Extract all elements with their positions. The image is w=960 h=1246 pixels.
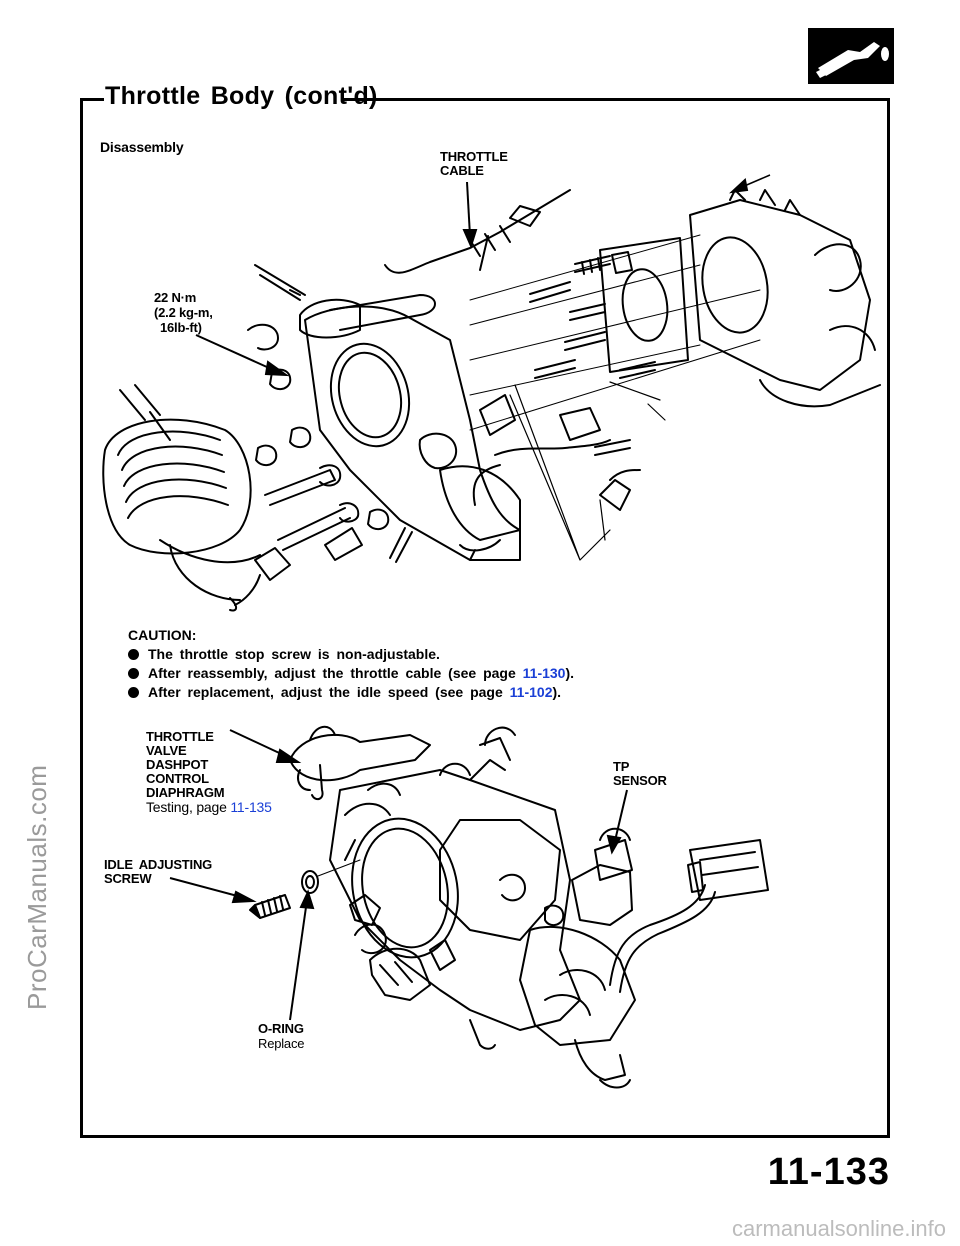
o-ring-label: O-RING Replace — [258, 1021, 305, 1052]
watermark-bottom: carmanualsonline.info — [731, 1216, 946, 1241]
o-ring — [301, 870, 319, 894]
throttle-valve-note: Testing, page 11-135 — [146, 799, 272, 815]
page-number: 11-133 — [767, 1151, 890, 1193]
page-link-11-102[interactable]: 11-102 — [509, 684, 553, 700]
intake-manifold — [689, 199, 871, 391]
idle-screw-label: IDLE ADJUSTING SCREW — [104, 857, 213, 886]
frame-top-rule — [80, 98, 104, 101]
torque-label: 22 N·m (2.2 kg-m, 16lb-ft) — [154, 290, 213, 335]
tp-sensor-label: TP SENSOR — [613, 759, 667, 788]
intake-duct — [102, 418, 252, 555]
caution-item: After reassembly, adjust the throttle ca… — [128, 664, 574, 683]
section-label: Disassembly — [100, 139, 184, 155]
frame-top-rule — [344, 98, 890, 101]
page-title: Throttle Body (cont'd) — [105, 82, 378, 110]
caution-item: The throttle stop screw is non-adjustabl… — [128, 645, 574, 664]
dashpot-diaphragm — [289, 733, 431, 782]
throttle-body — [329, 769, 581, 1031]
idle-adjusting-screw — [254, 894, 291, 919]
throttle-valve-label: THROTTLE VALVE DASHPOT CONTROL DIAPHRAGM… — [146, 729, 272, 815]
gasket — [599, 237, 689, 373]
caution-heading: CAUTION: — [128, 627, 197, 643]
throttle-cable — [384, 189, 571, 274]
fuel-nozzle-icon — [808, 28, 894, 84]
page-link-11-130[interactable]: 11-130 — [522, 665, 566, 681]
caution-item: After replacement, adjust the idle speed… — [128, 683, 574, 702]
page-frame — [80, 98, 890, 1138]
throttle-cable-label: THROTTLE CABLE — [440, 149, 508, 178]
throttle-body-upper — [304, 305, 521, 561]
tp-sensor-harness — [609, 884, 706, 986]
title-block: Throttle Body (cont'd) — [105, 82, 378, 111]
caution-block: CAUTION: The throttle stop screw is non-… — [128, 626, 574, 702]
page-link-11-135[interactable]: 11-135 — [230, 799, 272, 815]
